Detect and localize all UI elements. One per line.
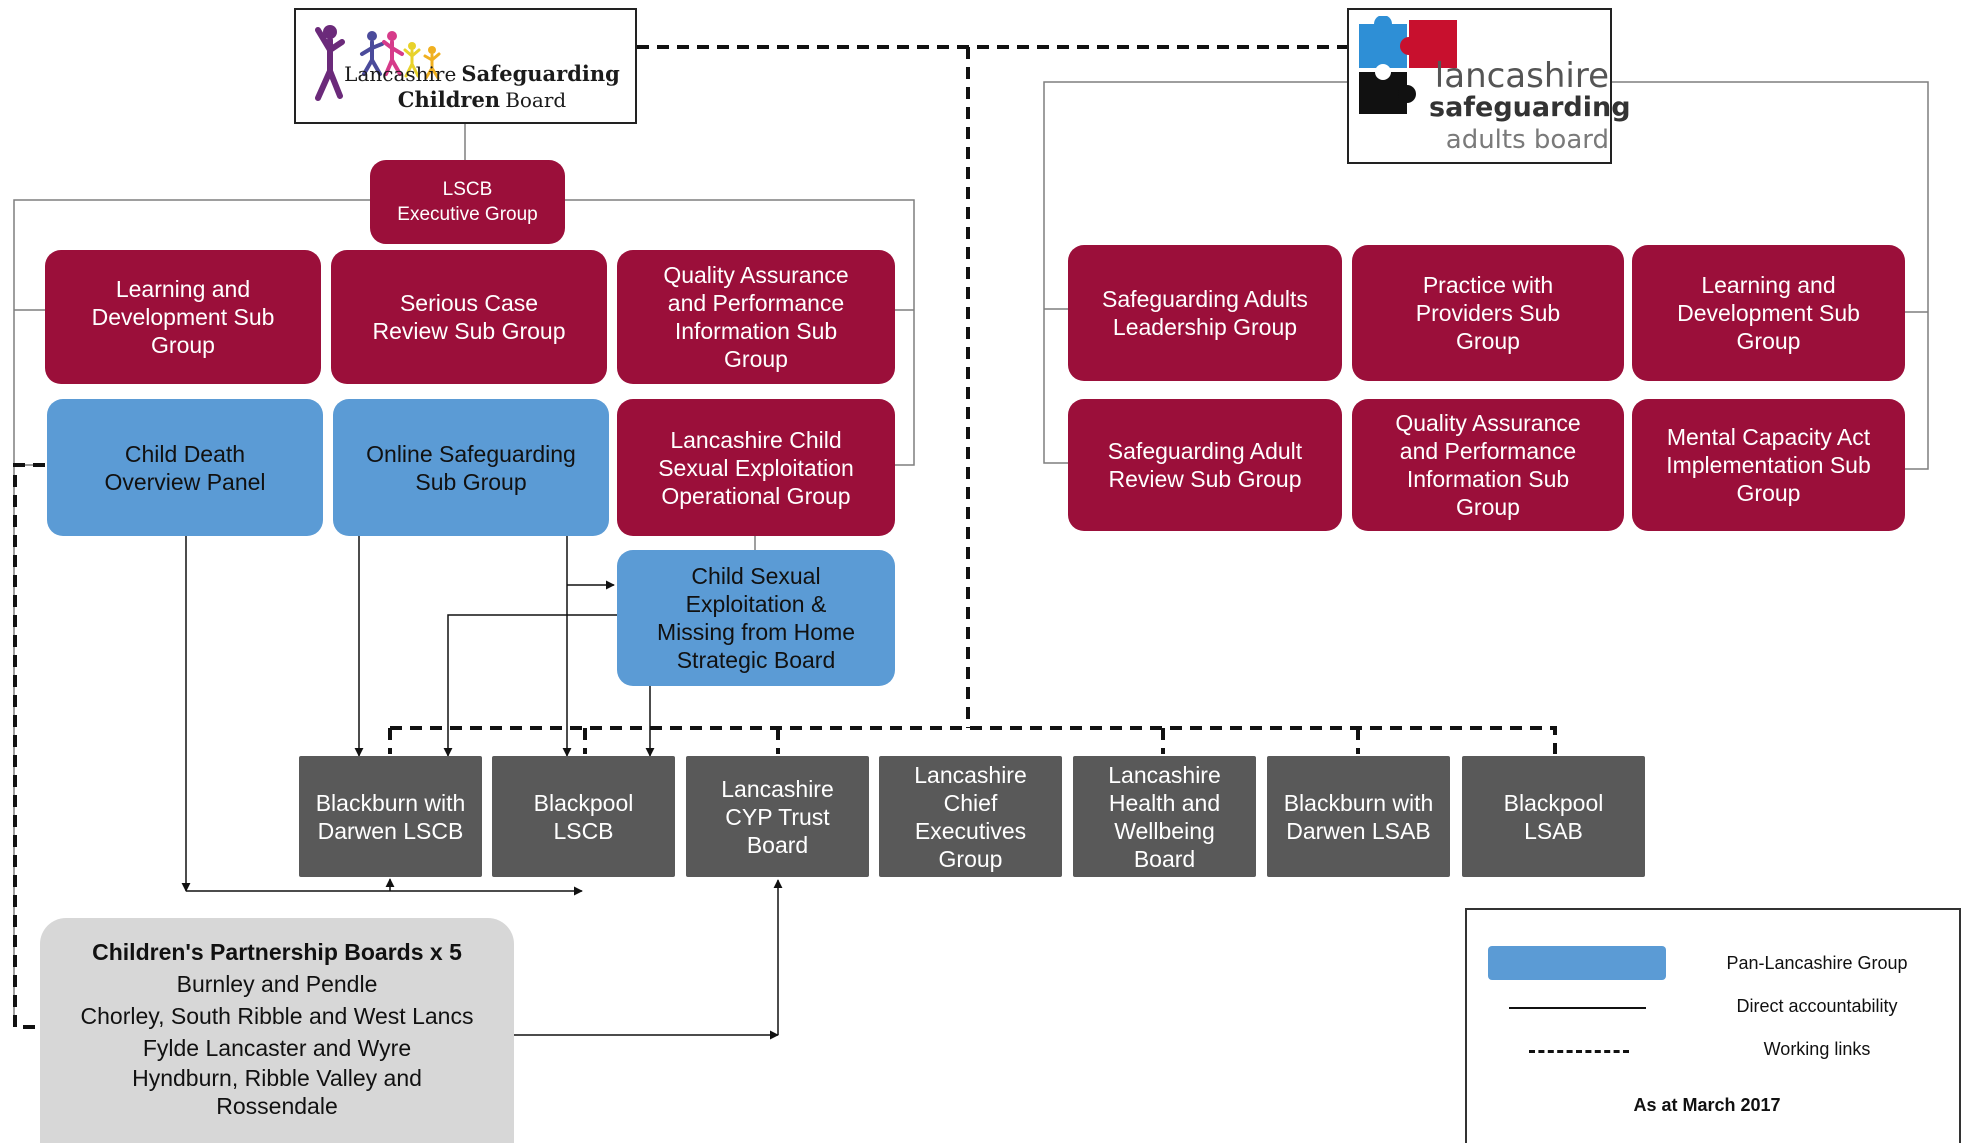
lsab-mental-capacity-act: Mental Capacity Act Implementation Sub G… (1632, 399, 1905, 531)
lsab-logo-line-1: lancashire (1434, 56, 1609, 96)
legend-direct-accountability: Direct accountability (1736, 996, 1898, 1016)
board-chief-executives: Lancashire Chief Executives Group (879, 756, 1062, 877)
accountability-arrows (181, 536, 783, 1040)
working-links (13, 45, 1557, 1029)
structure-lines (13, 81, 1929, 1025)
lscb-logo-word-3: Children (397, 87, 501, 112)
partnership-heading: Children's Partnership Boards x 5 (92, 939, 462, 965)
board-blackpool-lsab: Blackpool LSAB (1462, 756, 1645, 877)
lscb-quality-assurance: Quality Assurance and Performance Inform… (617, 250, 895, 384)
lsab-review-sub-group: Safeguarding Adult Review Sub Group (1068, 399, 1342, 531)
board-blackpool-lscb: Blackpool LSCB (492, 756, 675, 877)
partnership-item: Chorley, South Ribble and West Lancs (80, 1003, 474, 1029)
lsab-quality-assurance: Quality Assurance and Performance Inform… (1352, 399, 1624, 531)
child-death-overview-panel: Child Death Overview Panel (47, 399, 323, 536)
board-cyp-trust: Lancashire CYP Trust Board (686, 756, 869, 877)
lsab-logo-line-3: adults board (1445, 125, 1609, 155)
board-bwd-lsab: Blackburn with Darwen LSAB (1267, 756, 1450, 877)
lscb-logo: Lancashire Safeguarding Children Board (294, 8, 637, 124)
partnership-item: Hyndburn, Ribble Valley and Rossendale (132, 1065, 422, 1119)
children-figures-icon (315, 25, 441, 101)
lscb-logo-word-1: Lancashire (344, 62, 457, 86)
legend-solid-line (1509, 1007, 1646, 1009)
legend-pan-lancashire: Pan-Lancashire Group (1726, 953, 1908, 973)
lscb-logo-word-4: Board (505, 88, 567, 112)
lsab-logo-line-2: safeguarding (1429, 92, 1631, 123)
childrens-partnership-boards: Children's Partnership Boards x 5 Burnle… (40, 918, 514, 1143)
puzzle-pieces-icon (1359, 16, 1457, 114)
cse-operational-group: Lancashire Child Sexual Exploitation Ope… (617, 399, 895, 536)
legend-blue-swatch (1488, 946, 1666, 980)
lscb-executive-group: LSCB Executive Group (370, 160, 565, 244)
board-health-wellbeing: Lancashire Health and Wellbeing Board (1073, 756, 1256, 877)
legend-working-links: Working links (1763, 1039, 1871, 1059)
lsab-learning-development: Learning and Development Sub Group (1632, 245, 1905, 381)
lscb-serious-case-review: Serious Case Review Sub Group (331, 250, 607, 384)
lsab-logo: lancashire safeguarding adults board (1347, 8, 1631, 164)
partnership-item: Burnley and Pendle (176, 971, 378, 997)
board-bwd-lscb: Blackburn with Darwen LSCB (299, 756, 482, 877)
lscb-logo-word-2: Safeguarding (461, 61, 620, 86)
lsab-practice-providers: Practice with Providers Sub Group (1352, 245, 1624, 381)
partnership-item: Fylde Lancaster and Wyre (142, 1035, 412, 1061)
lscb-learning-development: Learning and Development Sub Group (45, 250, 321, 384)
legend-date: As at March 2017 (1633, 1095, 1781, 1115)
legend-dashed-line (1529, 1050, 1629, 1053)
online-safeguarding-sub-group: Online Safeguarding Sub Group (333, 399, 609, 536)
lsab-leadership-group: Safeguarding Adults Leadership Group (1068, 245, 1342, 381)
legend: Pan-Lancashire Group Direct accountabili… (1465, 908, 1961, 1143)
cse-strategic-board: Child Sexual Exploitation & Missing from… (617, 550, 895, 686)
